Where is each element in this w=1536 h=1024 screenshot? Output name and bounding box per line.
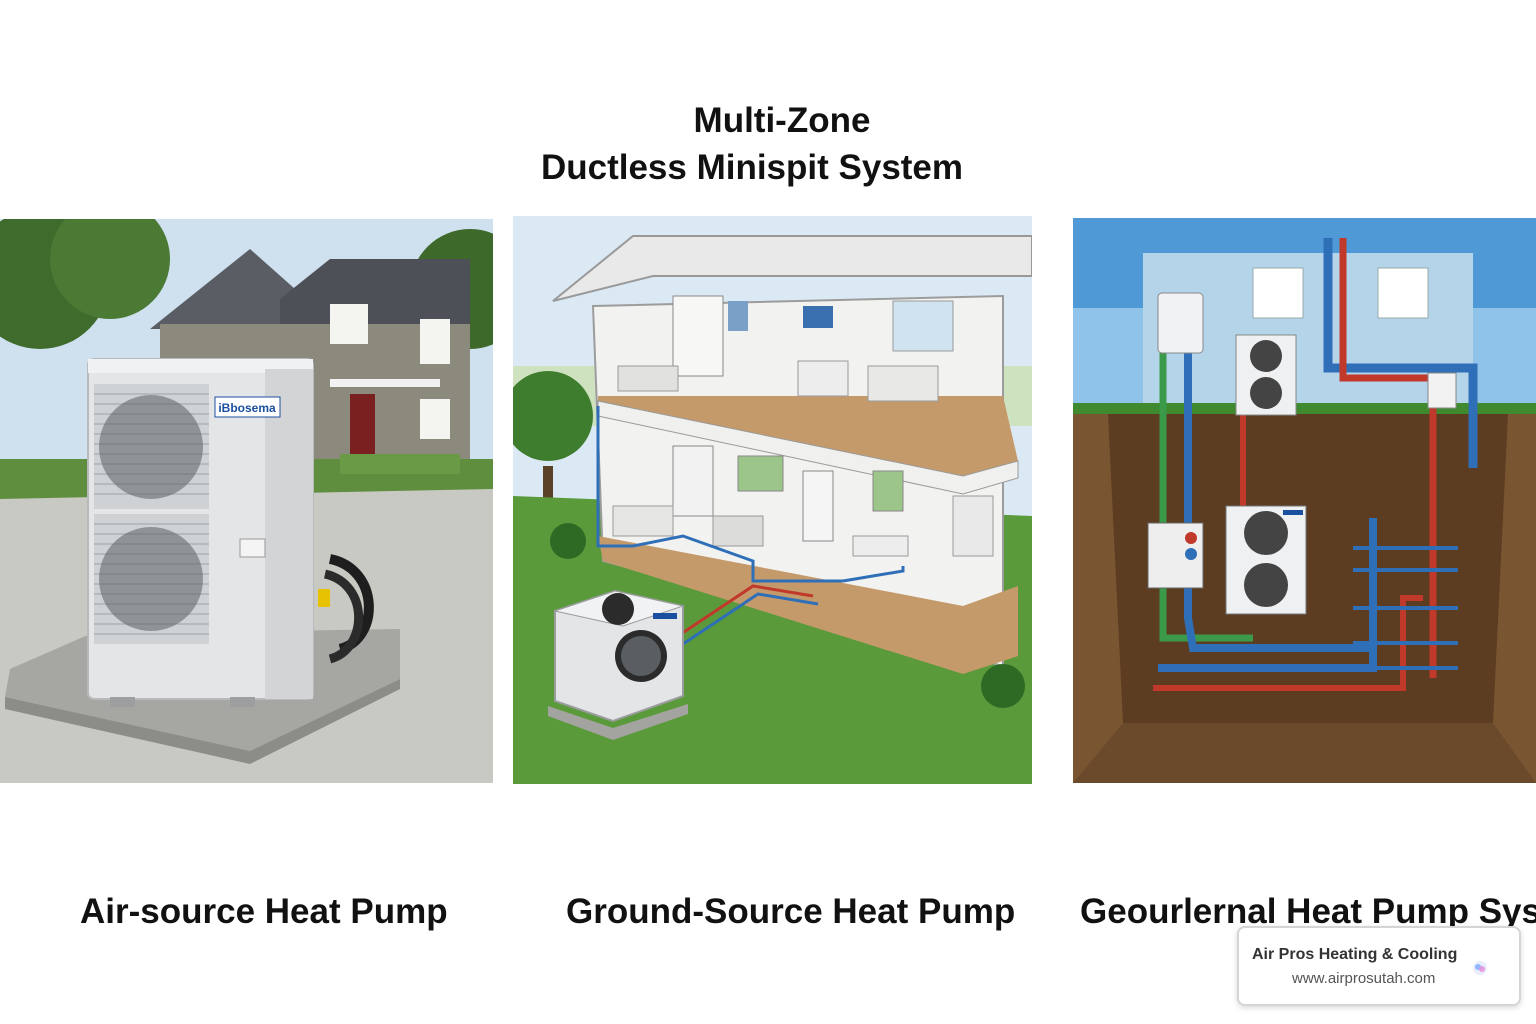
page-title-line1: Multi-Zone (693, 101, 871, 140)
caption-geothermal: Geourlernal Heat Pump Syste (1080, 892, 1536, 931)
ground-source-heat-pump-image (513, 216, 1032, 784)
company-badge[interactable]: Air Pros Heating & Cooling www.airprosut… (1237, 926, 1521, 1006)
air-source-heat-pump-image: iBbosema (0, 219, 493, 783)
geothermal-heat-pump-image (1073, 218, 1536, 783)
caption-air-source: Air-source Heat Pump (80, 892, 448, 931)
unit-brand-label: iBbosema (218, 401, 276, 415)
page-title-line2: Ductless Minispit System (540, 148, 964, 187)
company-url[interactable]: www.airprosutah.com (1292, 970, 1436, 987)
airpros-logo-icon (1473, 961, 1487, 975)
caption-ground-source: Ground-Source Heat Pump (566, 892, 1016, 931)
company-name: Air Pros Heating & Cooling (1252, 946, 1458, 963)
